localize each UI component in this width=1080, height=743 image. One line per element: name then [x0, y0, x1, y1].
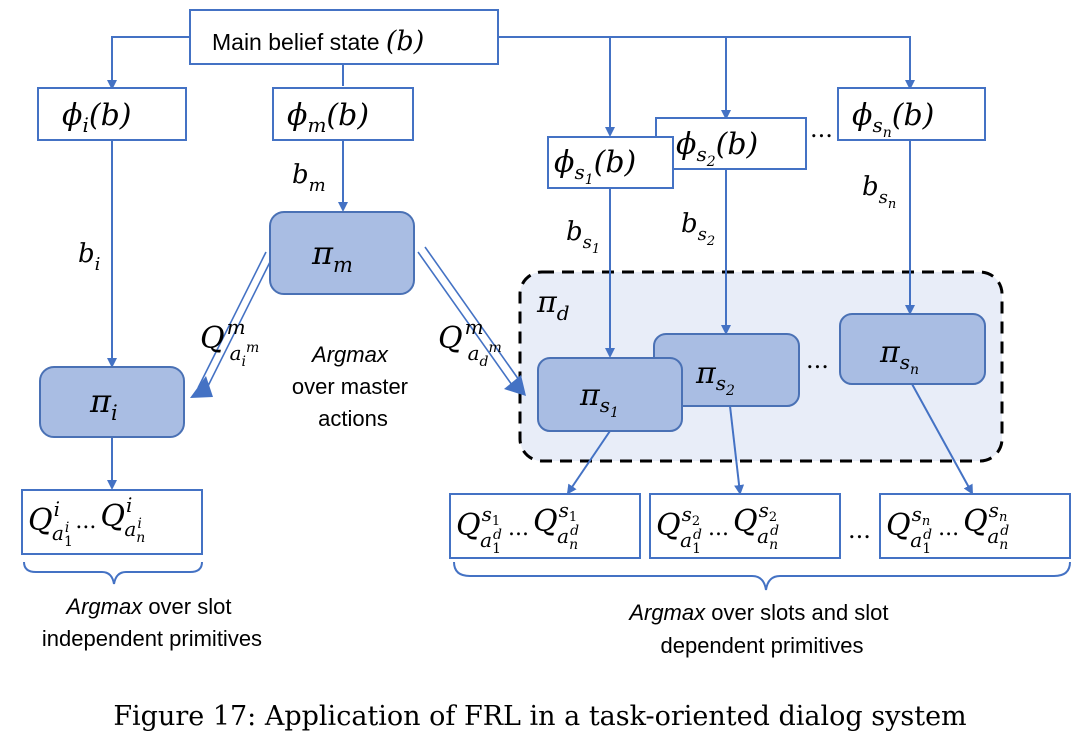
phi-m-box: [272, 87, 414, 141]
double-arrows: [190, 246, 526, 398]
phi-i-label: ϕi(b): [62, 98, 131, 137]
ellipsis-pi: ...: [806, 346, 829, 374]
ellipsis-q: ...: [848, 516, 871, 544]
edge-main-to-phi-i: [107, 36, 190, 90]
main-belief-state-label: Main belief state (b): [212, 26, 424, 57]
phi-sn-label: ϕsn(b): [852, 98, 934, 141]
phi-sn-box: [837, 87, 986, 141]
pi-d-label: πd: [536, 285, 570, 325]
edge-label-b-sn: bsn: [862, 172, 896, 212]
pi-sn-label: πsn: [879, 335, 919, 378]
edge-main-to-phi-sn: [498, 36, 915, 90]
figure-caption: Figure 17: Application of FRL in a task-…: [113, 701, 966, 732]
pi-m-box: [269, 211, 415, 295]
main-belief-state-box: [189, 9, 499, 65]
argmax-dependent-annotation: Argmax over slots and slot dependent pri…: [627, 600, 894, 658]
argmax-independent-annotation: Argmax over slot independent primitives: [42, 594, 262, 651]
pi-s1-box: [537, 357, 683, 432]
pi-m-label: πm: [311, 234, 353, 277]
edge-pi-s1-to-q-s1: [566, 430, 611, 495]
brace-dependent: [453, 561, 1071, 591]
phi-s2-box: [655, 117, 807, 170]
phi-i-box: [37, 87, 187, 141]
pi-s1-label: πs1: [579, 378, 619, 421]
pi-sn-box: [839, 313, 986, 385]
phi-m-label: ϕm(b): [287, 98, 369, 137]
ellipsis-phi: ...: [810, 115, 833, 143]
edge-pi-sn-to-q-sn: [911, 383, 973, 495]
pi-s2-label: πs2: [695, 356, 735, 399]
edge-label-b-i: bi: [78, 239, 100, 275]
edge-label-b-m: bm: [292, 160, 326, 196]
edge-pi-s2-to-q-s2: [729, 405, 745, 495]
connectors: [107, 36, 973, 495]
pi-i-label: πi: [89, 382, 118, 425]
edge-label-b-s1: bs1: [566, 217, 600, 257]
phi-s1-box: [547, 136, 674, 189]
phi-s1-label: ϕs1(b): [554, 145, 636, 188]
phi-s2-label: ϕs2(b): [676, 127, 758, 170]
pi-i-box: [39, 366, 185, 438]
edge-label-b-s2: bs2: [681, 209, 715, 249]
brace-independent: [23, 561, 203, 585]
argmax-master-annotation: Argmax over master actions: [292, 342, 414, 431]
